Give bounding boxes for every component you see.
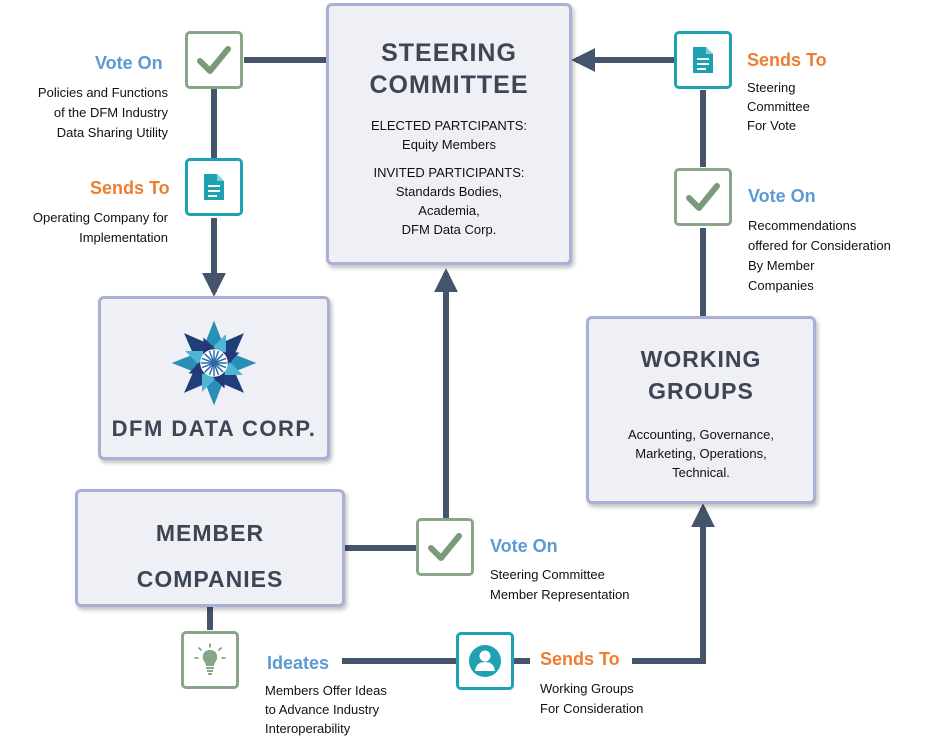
vote-recommendations-heading: Vote On [748, 186, 816, 206]
desc-line: Members Offer Ideas [265, 683, 387, 698]
arrow-to-working-groups [632, 503, 715, 664]
desc-line: Operating Company for [32, 210, 168, 225]
document-icon [204, 174, 224, 200]
vote-representation-desc: Steering Committee Member Representation [490, 565, 629, 605]
desc-line: Recommendations [748, 218, 857, 233]
document-icon [693, 47, 713, 73]
person-icon [469, 645, 501, 677]
sends-operating-heading: Sends To [90, 178, 170, 198]
desc-line: offered for Consideration [748, 238, 891, 253]
working-groups-box: WORKING GROUPS Accounting, Governance, M… [586, 316, 816, 504]
vote-recommendations-node [674, 168, 732, 226]
invited-item: Standards Bodies, [395, 184, 503, 199]
sends-operating-node [185, 158, 243, 216]
dfm-data-corp-box: DFM DATA CORP. [98, 296, 330, 460]
vote-representation-heading: Vote On [490, 536, 558, 556]
vote-representation-node [416, 518, 474, 576]
desc-line: For Vote [747, 118, 797, 133]
sends-steering-node [674, 31, 732, 89]
desc-line: Implementation [79, 230, 168, 245]
sends-steering-desc: Steering Committee For Vote [747, 78, 810, 135]
desc-line: For Consideration [540, 701, 644, 716]
desc-line: Committee [747, 99, 810, 114]
checkmark-icon [686, 183, 720, 211]
checkmark-icon [428, 533, 462, 561]
desc-line: Steering [747, 80, 796, 95]
ideates-desc: Members Offer Ideas to Advance Industry … [265, 681, 387, 738]
steering-title-line2: COMMITTEE [369, 71, 529, 99]
wg-body-line: Accounting, Governance, [628, 427, 774, 442]
desc-line: Companies [748, 278, 814, 293]
desc-line: By Member [748, 258, 815, 273]
wg-body-line: Technical. [672, 465, 730, 480]
wg-title-line2: GROUPS [648, 378, 754, 404]
ideates-heading: Ideates [267, 653, 330, 673]
sends-working-heading: Sends To [540, 649, 620, 669]
wg-title-line1: WORKING [640, 346, 762, 372]
desc-line: Member Representation [490, 587, 630, 602]
member-companies-box: MEMBER COMPANIES [75, 489, 345, 607]
desc-line: Steering Committee [490, 567, 605, 582]
steering-committee-box: STEERING COMMITTEE ELECTED PARTCIPANTS: … [326, 3, 572, 265]
sends-working-node [456, 632, 514, 690]
invited-item: DFM Data Corp. [401, 222, 497, 237]
vote-recommendations-desc: Recommendations offered for Consideratio… [748, 216, 891, 296]
vote-policies-node [185, 31, 243, 89]
dfm-corp-name: DFM DATA CORP. [111, 416, 317, 441]
invited-item: Academia, [418, 203, 480, 218]
vote-policies-desc: Policies and Functions of the DFM Indust… [38, 83, 168, 143]
sends-working-desc: Working Groups For Consideration [540, 679, 643, 719]
vote-policies-heading: Vote On [95, 53, 163, 73]
steering-title-line1: STEERING [381, 39, 517, 67]
desc-line: Policies and Functions [37, 85, 168, 100]
desc-line: Interoperability [265, 721, 351, 736]
checkmark-icon [197, 46, 231, 74]
elected-members: Equity Members [402, 137, 496, 152]
ideates-node [181, 631, 239, 689]
invited-heading: INVITED PARTICIPANTS: [373, 165, 525, 180]
star-mandala-logo-icon [171, 320, 257, 406]
desc-line: Data Sharing Utility [56, 125, 168, 140]
lightbulb-icon [194, 643, 226, 675]
sends-operating-desc: Operating Company for Implementation [33, 208, 168, 248]
sends-steering-heading: Sends To [747, 50, 827, 70]
desc-line: to Advance Industry [265, 702, 380, 717]
desc-line: of the DFM Industry [53, 105, 168, 120]
desc-line: Working Groups [540, 681, 634, 696]
member-title-line2: COMPANIES [136, 566, 284, 592]
member-title-line1: MEMBER [155, 520, 265, 546]
elected-heading: ELECTED PARTCIPANTS: [370, 118, 528, 133]
wg-body-line: Marketing, Operations, [635, 446, 767, 461]
